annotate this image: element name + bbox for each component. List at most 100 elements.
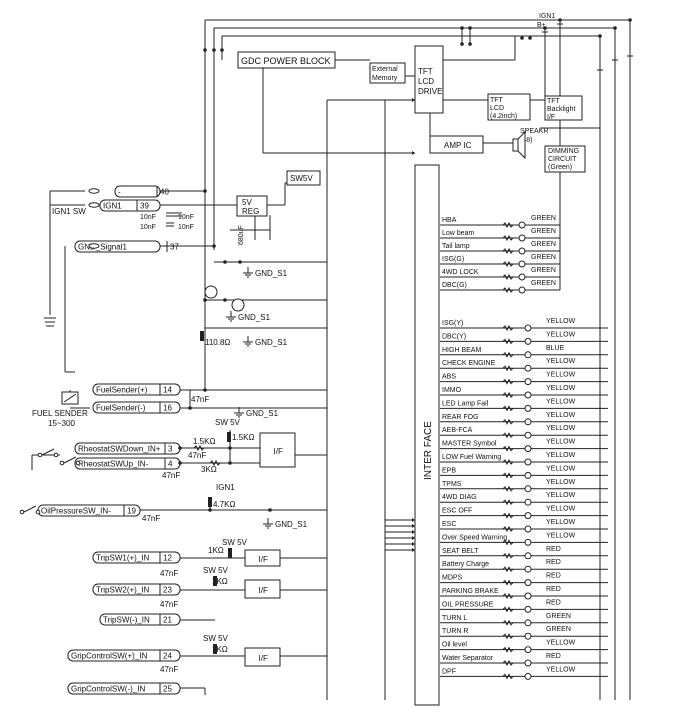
connector-name-0: - xyxy=(118,188,121,197)
lamp-icon xyxy=(518,247,526,255)
gnd-s1-label-2: GND_S1 xyxy=(255,338,288,347)
indicator-top-label-3: ISG(G) xyxy=(442,256,464,263)
connector-name-11: GripControlSW(+)_IN xyxy=(71,652,147,661)
indicator-label-20: PARKING BRAKE xyxy=(442,588,499,595)
lamp-icon xyxy=(524,565,532,573)
tft-backlight-label-0: TFT xyxy=(547,98,561,105)
lamp-icon xyxy=(524,498,532,506)
indicator-color-17: RED xyxy=(546,546,561,553)
indicator-label-12: TPMS xyxy=(442,481,462,488)
sw-5v-label-0: SW 5V xyxy=(215,418,241,427)
gdc-power-block xyxy=(237,51,336,69)
connector-4 xyxy=(92,401,181,414)
connector-name-2: GND_Signal1 xyxy=(78,243,127,252)
connector-pin-0: 40 xyxy=(160,188,169,197)
lamp-icon xyxy=(524,324,532,332)
if-block-label-1: I/F xyxy=(259,555,268,564)
tft-lcd-drive-block xyxy=(414,45,444,114)
lamp-icon xyxy=(524,445,532,453)
sw-5v-label-1: SW 5V xyxy=(222,538,248,547)
r-1k-label-1: 1KΩ xyxy=(208,546,224,555)
indicator-label-9: MASTER Symbol xyxy=(442,441,497,448)
speaker-icon xyxy=(512,138,519,152)
lamp-icon xyxy=(524,632,532,640)
indicator-label-4: ABS xyxy=(442,374,456,381)
switch-icon xyxy=(59,460,65,466)
connector-name-5: RheostatSWDown_IN+ xyxy=(78,445,161,454)
r-1k-label-3: 1KΩ xyxy=(212,645,228,654)
speaker-label-1: (48) xyxy=(520,137,532,144)
if-block-0 xyxy=(259,432,296,468)
ign1-oil-label: IGN1 xyxy=(216,483,235,492)
tft-backlight-label-2: I/F xyxy=(547,114,555,121)
indicator-color-25: RED xyxy=(546,653,561,660)
indicator-label-25: Water Separator xyxy=(442,655,494,662)
speaker-label-0: SPEAKR xyxy=(520,128,548,135)
lamp-icon xyxy=(524,364,532,372)
indicator-label-16: Over Speed Warning xyxy=(442,534,507,541)
lamp-icon xyxy=(524,391,532,399)
r-3k-label: 3KΩ xyxy=(201,465,217,474)
indicator-color-24: YELLOW xyxy=(546,640,576,647)
connector-name-9: TripSW2(+)_IN xyxy=(96,586,149,595)
connector-name-8: TripSW1(+)_IN xyxy=(96,554,149,563)
indicator-top-color-4: GREEN xyxy=(531,267,556,274)
indicator-label-0: ISG(Y) xyxy=(442,320,463,327)
connector-name-1: IGN1 xyxy=(103,202,122,211)
cap-10nf-label-2: 10nF xyxy=(140,224,156,231)
transistor-icon xyxy=(231,298,245,312)
indicator-color-11: YELLOW xyxy=(546,465,576,472)
tft-lcd-label-2: (4.2inch) xyxy=(490,113,517,120)
lamp-icon xyxy=(518,286,526,294)
cap-47nf-label-3: 47nF xyxy=(142,514,160,523)
connector-pin-2: 37 xyxy=(170,243,179,252)
lamp-icon xyxy=(524,471,532,479)
indicator-color-0: YELLOW xyxy=(546,318,576,325)
dimming-label-0: DIMMING xyxy=(548,148,579,155)
if-block-label-2: I/F xyxy=(259,586,268,595)
gnd-s1-label-4: GND_S1 xyxy=(275,520,308,529)
reg-5v-label-1: REG xyxy=(242,207,259,216)
indicator-top-color-0: GREEN xyxy=(531,215,556,222)
gnd-s1-label-1: GND_S1 xyxy=(238,313,271,322)
indicator-label-19: MDPS xyxy=(442,575,463,582)
indicator-color-22: GREEN xyxy=(546,613,571,620)
r-4-7k-label: 4.7KΩ xyxy=(213,500,235,509)
cap-680uf-label: 680uF xyxy=(238,225,245,245)
connector-3 xyxy=(92,383,181,396)
lamp-icon xyxy=(524,512,532,520)
connector-1 xyxy=(99,199,161,212)
tft-lcd-drive-label-1: LCD xyxy=(418,77,434,86)
indicator-color-13: YELLOW xyxy=(546,492,576,499)
indicator-color-19: RED xyxy=(546,573,561,580)
indicator-color-5: YELLOW xyxy=(546,385,576,392)
lamp-icon xyxy=(524,458,532,466)
tft-lcd-label-1: LCD xyxy=(490,105,504,112)
connector-name-12: GripControlSW(-)_IN xyxy=(71,685,145,694)
lamp-icon xyxy=(524,418,532,426)
indicator-label-26: DPF xyxy=(442,668,456,675)
indicator-label-2: HIGH BEAM xyxy=(442,347,481,354)
indicator-label-3: CHECK ENGINE xyxy=(442,360,496,367)
indicator-label-23: TURN R xyxy=(442,628,468,635)
connector-name-6: RheostatSWUp_IN- xyxy=(78,460,149,469)
lamp-icon xyxy=(524,525,532,533)
connector-pin-11: 24 xyxy=(163,652,172,661)
interface-label: INTER FACE xyxy=(423,421,434,480)
external-memory-label-0: External xyxy=(372,66,398,73)
lamp-icon xyxy=(524,646,532,654)
r-1-5k-label-2: 1.5KΩ xyxy=(193,437,215,446)
ign1-top-label: IGN1 xyxy=(539,13,555,20)
if-block-label-3: I/F xyxy=(259,654,268,663)
sw5v-block xyxy=(286,170,321,186)
dimming-label-1: CIRCUIT xyxy=(548,156,577,163)
indicator-label-6: LED Lamp Fail xyxy=(442,400,489,407)
indicator-top-label-0: HBA xyxy=(442,217,457,224)
indicator-color-9: YELLOW xyxy=(546,439,576,446)
indicator-color-1: YELLOW xyxy=(546,331,576,338)
indicator-color-8: YELLOW xyxy=(546,425,576,432)
tft-backlight-label-1: Backlight xyxy=(547,106,575,113)
indicator-label-17: SEAT BELT xyxy=(442,548,479,555)
cap-10nf-label-1: 10nF xyxy=(140,214,156,221)
